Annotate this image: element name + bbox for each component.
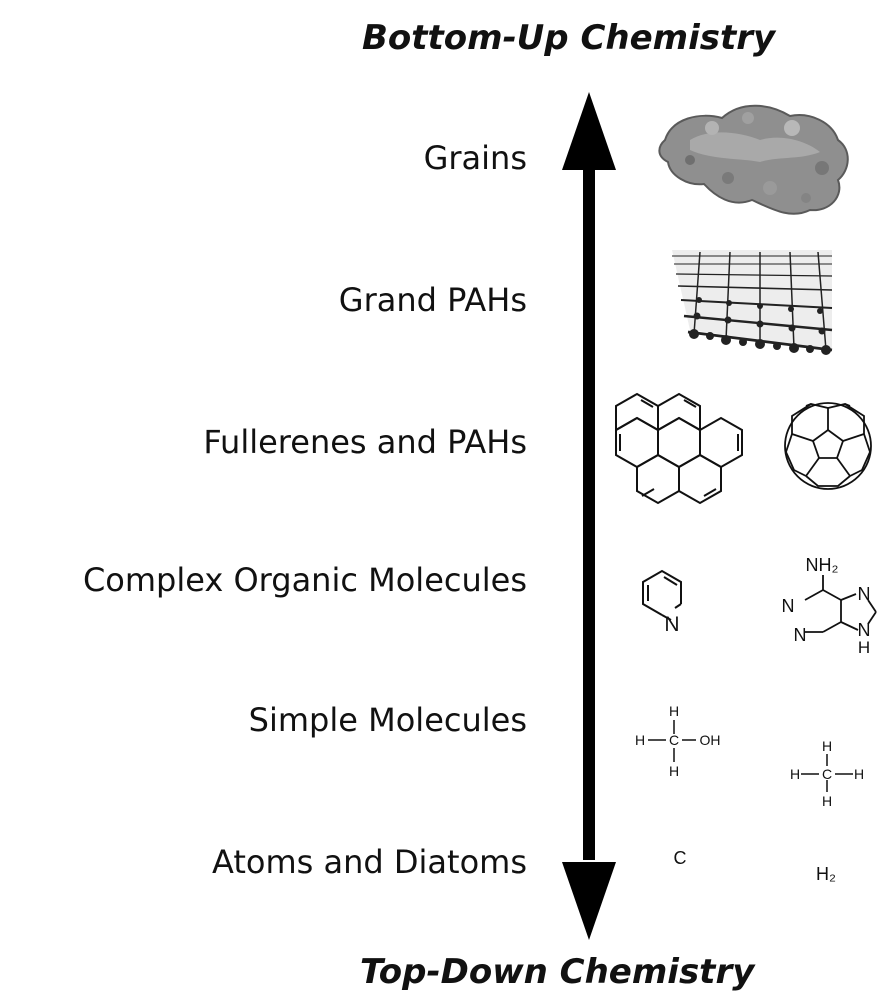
methanol-carbon: C — [669, 732, 679, 748]
hydrogen-diatom: H₂ — [816, 864, 836, 884]
adenine-amine: NH₂ — [806, 555, 839, 575]
level-simple-molecules: Simple Molecules — [248, 701, 527, 739]
methane-hydrogen-right: H — [854, 766, 864, 782]
methane-structure — [801, 754, 853, 792]
adenine-nitrogen-7: N — [858, 584, 871, 604]
bottom-title: Top-Down Chemistry — [360, 952, 755, 992]
methanol-structure — [648, 720, 696, 762]
methane-hydrogen-bottom: H — [822, 793, 832, 809]
methanol-hydrogen-top: H — [669, 703, 679, 719]
level-complex-organic-molecules: Complex Organic Molecules — [82, 561, 527, 599]
adenine-nitrogen-3: N — [794, 625, 807, 645]
methane-hydrogen-top: H — [822, 738, 832, 754]
adenine-nitrogen-1: N — [782, 596, 795, 616]
adenine-nitrogen-9: N — [858, 620, 871, 640]
level-atoms-diatoms: Atoms and Diatoms — [212, 843, 527, 881]
graphene-sheet-icon — [672, 250, 833, 355]
pyridine-nitrogen: N — [664, 613, 679, 636]
adenine-structure — [804, 575, 877, 633]
coronene-icon — [615, 392, 743, 505]
methanol-hydrogen-left: H — [635, 732, 645, 748]
methane-carbon: C — [822, 766, 832, 782]
grain-icon — [658, 104, 849, 215]
pyridine-structure — [642, 569, 682, 621]
level-fullerenes-pahs: Fullerenes and PAHs — [203, 423, 527, 461]
fullerene-icon — [784, 402, 872, 490]
level-grains: Grains — [423, 139, 527, 177]
methanol-hydrogen-bottom: H — [669, 763, 679, 779]
level-grand-pahs: Grand PAHs — [338, 281, 527, 319]
methanol-hydroxyl: OH — [700, 732, 721, 748]
methane-hydrogen-left: H — [790, 766, 800, 782]
carbon-atom: C — [674, 848, 687, 868]
adenine-hydrogen: H — [858, 638, 870, 657]
top-title: Bottom-Up Chemistry — [362, 18, 776, 58]
double-arrow-icon — [562, 92, 616, 940]
